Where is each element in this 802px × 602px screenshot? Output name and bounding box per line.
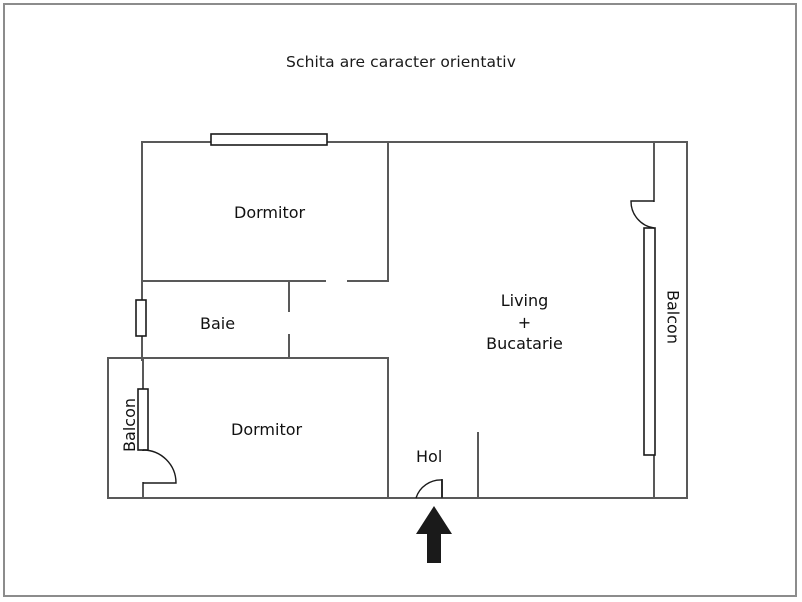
room-label-dormitor-top: Dormitor	[234, 203, 306, 222]
room-label-hol: Hol	[416, 447, 443, 466]
door-balcon-left-swing	[142, 449, 177, 484]
living-label-line3: Bucatarie	[486, 334, 563, 354]
walls-group	[107, 141, 688, 499]
window-baie-left	[135, 299, 147, 337]
room-label-baie: Baie	[200, 314, 236, 333]
door-entrance-swing	[415, 479, 443, 499]
living-label-line2: +	[517, 312, 532, 332]
living-label-line1: Living	[500, 291, 549, 310]
room-label-living-bucatarie: Living + Bucatarie	[462, 290, 587, 355]
room-label-balcon-right: Balcon	[663, 290, 683, 344]
entrance-arrow	[416, 506, 452, 563]
windows-group	[135, 133, 656, 456]
window-dormitor-top	[210, 133, 328, 146]
door-balcon-right-swing	[630, 200, 655, 229]
window-balcon-right	[643, 227, 656, 456]
page-title: Schita are caracter orientativ	[286, 53, 516, 71]
doors-group	[142, 200, 655, 499]
room-label-balcon-left: Balcon	[120, 398, 139, 452]
room-label-dormitor-bottom: Dormitor	[231, 420, 303, 439]
